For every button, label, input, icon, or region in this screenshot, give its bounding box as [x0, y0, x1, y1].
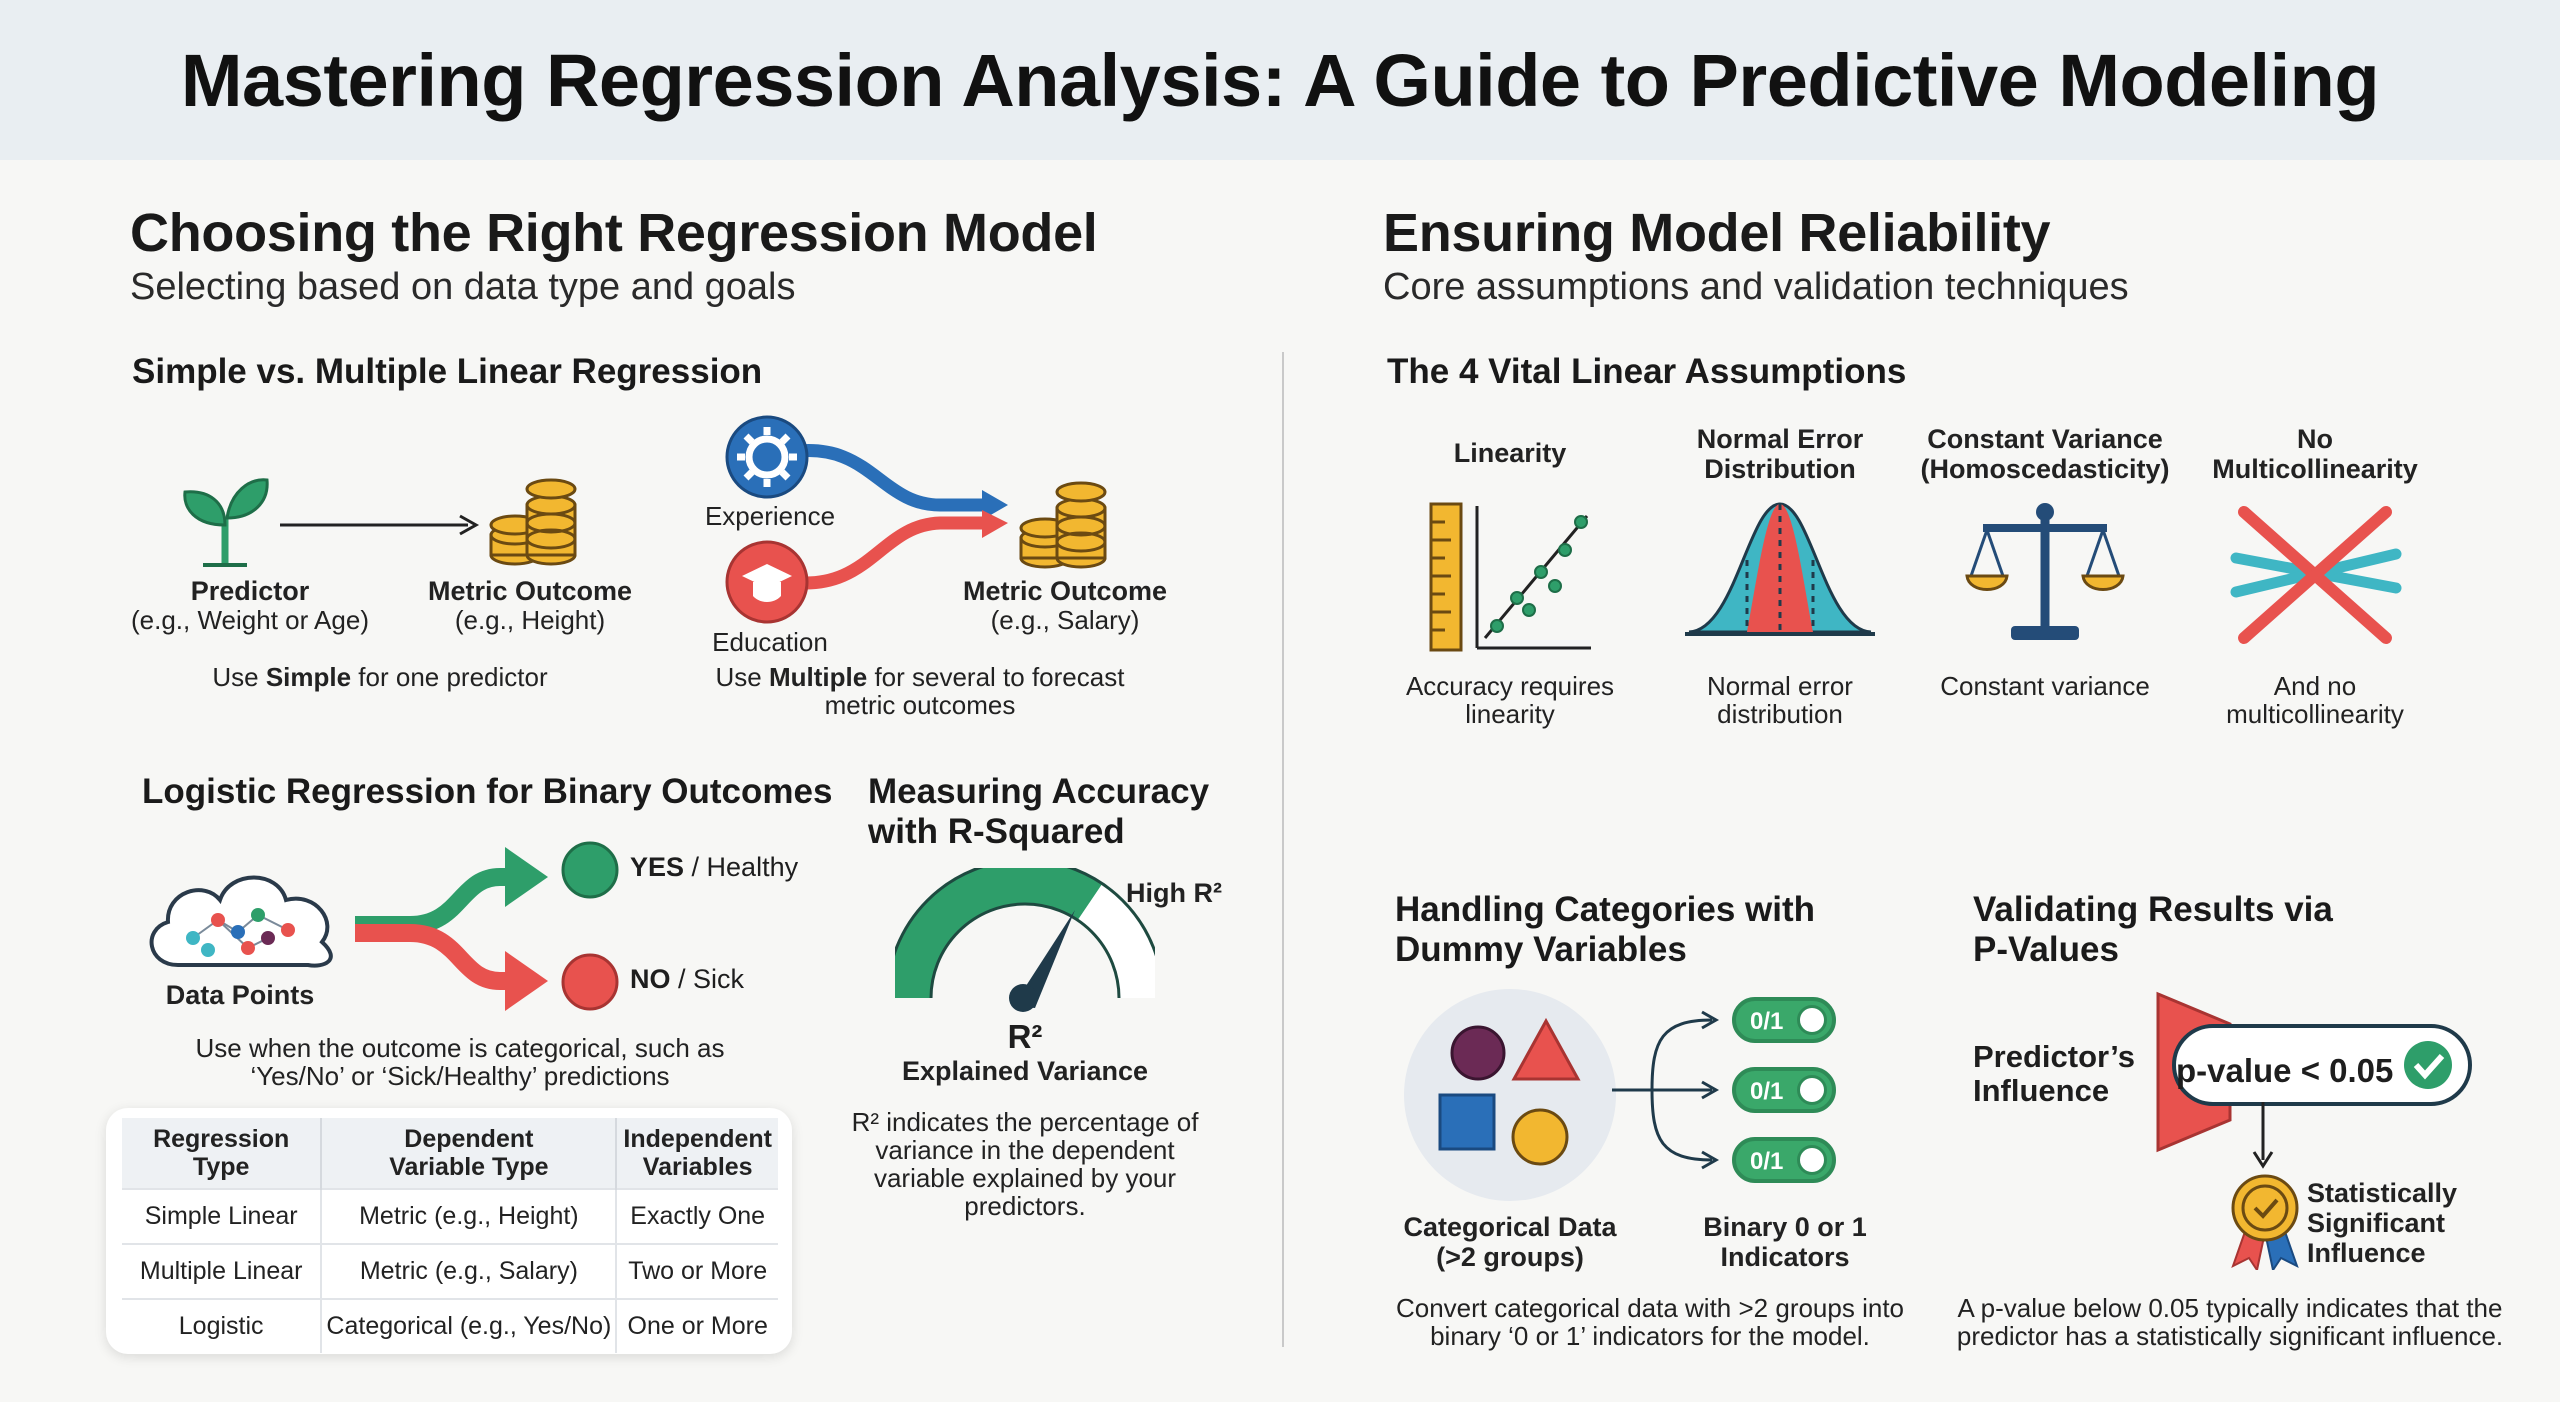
crossed-lines-icon [2230, 506, 2402, 644]
categorical-data-label: Categorical Data(>2 groups) [1403, 1212, 1617, 1272]
right-heading: Ensuring Model Reliability [1383, 203, 2051, 263]
yes-label: YES / Healthy [630, 852, 799, 882]
education-label: Education [712, 627, 828, 657]
table-row: Logistic Categorical (e.g., Yes/No) One … [122, 1298, 778, 1353]
dummy-caption: Convert categorical data with >2 groups … [1395, 1293, 1904, 1351]
column-divider [1282, 352, 1284, 1347]
multiple-arrows-icon [725, 415, 1008, 624]
award-ribbon-icon [2231, 1174, 2299, 1270]
branch-arrows-icon [1612, 1010, 1720, 1170]
plant-icon [183, 478, 269, 567]
binary-toggle: 0/1 [1732, 1137, 1836, 1183]
predictor-example: (e.g., Weight or Age) [131, 605, 369, 635]
gauge-icon [895, 868, 1155, 1012]
table-cell: Exactly One [616, 1188, 778, 1244]
pvalue-threshold: p-value < 0.05 [2176, 1052, 2394, 1089]
table-row: Multiple Linear Metric (e.g., Salary) Tw… [122, 1243, 778, 1299]
binary-toggle: 0/1 [1732, 997, 1836, 1043]
table-cell: Metric (e.g., Height) [321, 1188, 618, 1244]
outcome2-example: (e.g., Salary) [990, 605, 1140, 635]
page-title: Mastering Regression Analysis: A Guide t… [180, 39, 2380, 122]
table-row: Simple Linear Metric (e.g., Height) Exac… [122, 1188, 778, 1244]
table-cell: Categorical (e.g., Yes/No) [321, 1298, 618, 1353]
table-cell: Metric (e.g., Salary) [321, 1243, 618, 1299]
coins-icon [489, 478, 577, 566]
explained-variance-label: Explained Variance [901, 1056, 1149, 1086]
assumptions-heading: The 4 Vital Linear Assumptions [1387, 352, 1907, 391]
arrow-icon [280, 514, 480, 536]
table-cell: Multiple Linear [122, 1243, 323, 1299]
simple-multiple-heading: Simple vs. Multiple Linear Regression [132, 352, 763, 391]
bell-curve-icon [1685, 502, 1875, 636]
assumption-title: Constant Variance(Homoscedasticity) [1920, 424, 2170, 484]
table-cell: Two or More [616, 1243, 778, 1299]
predictor-label: Predictor [190, 576, 310, 606]
no-circle-icon [561, 953, 619, 1011]
binary-toggle: 0/1 [1732, 1067, 1836, 1113]
split-arrows-icon [355, 847, 548, 1011]
logistic-heading: Logistic Regression for Binary Outcomes [142, 772, 833, 811]
outcome-example: (e.g., Height) [454, 605, 606, 635]
left-heading: Choosing the Right Regression Model [130, 203, 1098, 263]
r2-symbol: R² [1007, 1018, 1043, 1055]
coins-icon [1019, 481, 1107, 569]
outcome2-label: Metric Outcome [962, 576, 1168, 606]
left-subheading: Selecting based on data type and goals [130, 266, 796, 308]
yes-circle-icon [561, 841, 619, 899]
table-cell: One or More [616, 1298, 778, 1353]
logistic-caption: Use when the outcome is categorical, suc… [195, 1033, 725, 1091]
ruler-scatter-icon [1429, 502, 1591, 652]
high-r2-label: High R² [1126, 878, 1222, 908]
pvalue-caption: A p-value below 0.05 typically indicates… [1956, 1293, 2504, 1351]
right-subheading: Core assumptions and validation techniqu… [1383, 266, 2129, 308]
balance-scale-icon [1965, 503, 2125, 640]
simple-caption: Use Simple for one predictor [212, 662, 548, 692]
outcome-label: Metric Outcome [427, 576, 633, 606]
cloud-icon [149, 875, 333, 968]
assumption-caption: Constant variance [1940, 671, 2150, 701]
shapes-icon [1404, 989, 1616, 1201]
down-arrow-icon [2252, 1102, 2274, 1169]
data-points-label: Data Points [165, 980, 315, 1010]
no-label: NO / Sick [630, 964, 745, 994]
table-cell: Simple Linear [122, 1188, 323, 1244]
assumption-title: Linearity [1453, 438, 1567, 468]
experience-label: Experience [704, 501, 836, 531]
pvalue-badge [2156, 991, 2472, 1153]
title-banner [0, 0, 2560, 160]
table-cell: Logistic [122, 1298, 323, 1353]
